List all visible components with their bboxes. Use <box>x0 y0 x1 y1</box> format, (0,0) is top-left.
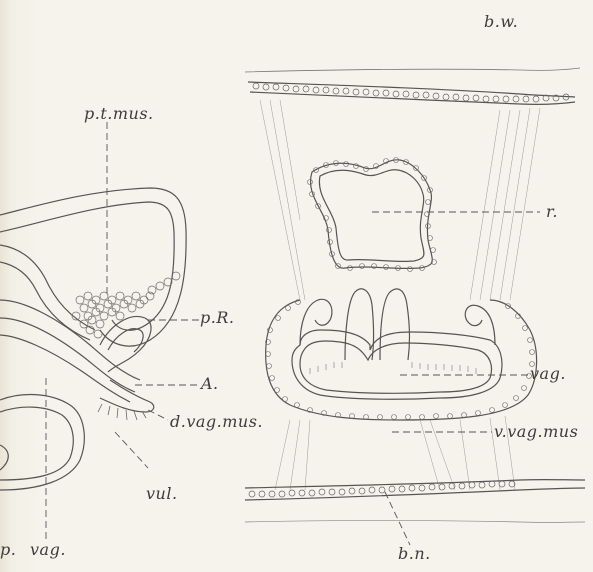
label-A: A. <box>201 374 219 393</box>
right-figure <box>245 68 585 522</box>
label-vul: vul. <box>146 484 178 503</box>
label-b-w: b.w. <box>484 12 518 31</box>
label-v-vag-mus: v.vag.mus <box>494 422 578 441</box>
label-p-R: p.R. <box>200 308 234 327</box>
label-p-t-mus: p.t.mus. <box>84 104 154 123</box>
label-p: p. <box>0 540 16 559</box>
label-vag-right: vag. <box>530 364 566 383</box>
label-r: r. <box>546 202 558 221</box>
label-d-vag-mus: d.vag.mus. <box>170 412 263 431</box>
label-vag-left: vag. <box>30 540 66 559</box>
left-figure <box>0 188 186 490</box>
label-b-n: b.n. <box>398 544 431 563</box>
